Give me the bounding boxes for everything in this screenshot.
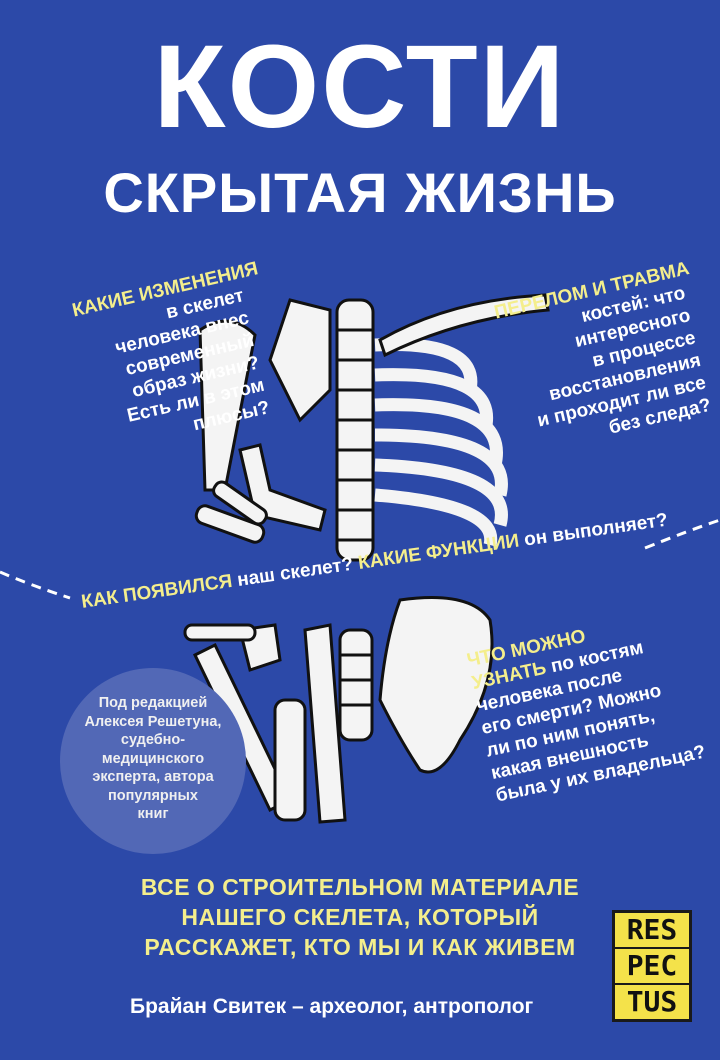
- spine-bone: [335, 298, 375, 562]
- fibula-bone: [273, 698, 307, 822]
- book-subtitle: СКРЫТАЯ ЖИЗНЬ: [103, 161, 617, 224]
- editor-note-line: Под редакцией: [98, 695, 208, 711]
- scapula-bone: [268, 298, 332, 423]
- book-title: КОСТИ: [153, 21, 567, 153]
- editor-note-line: медицинского: [101, 750, 205, 767]
- tagline-line: ВСЕ О СТРОИТЕЛЬНОМ МАТЕРИАЛЕ: [140, 874, 580, 900]
- logo-row: TUS: [626, 985, 678, 1018]
- femur-bone: [303, 623, 347, 824]
- publisher-logo: RES PEC TUS: [612, 910, 692, 1022]
- clavicle-bone: [378, 293, 550, 358]
- small-bone: [212, 480, 268, 526]
- editor-note-line: книг: [137, 806, 169, 822]
- tagline: ВСЕ О СТРОИТЕЛЬНОМ МАТЕРИАЛЕ НАШЕГО СКЕЛ…: [0, 872, 720, 962]
- author-line: Брайан Свитек – археолог, антрополог: [130, 995, 534, 1018]
- tagline-line: НАШЕГО СКЕЛЕТА, КОТОРЫЙ: [181, 904, 539, 930]
- editor-note-badge: Под редакцией Алексея Решетуна, судебно-…: [60, 668, 246, 854]
- sacrum-bone: [338, 628, 374, 742]
- humerus-bone: [198, 319, 257, 492]
- pelvis-bone: [378, 596, 494, 774]
- editor-note-line: эксперта, автора: [92, 769, 214, 785]
- tagline-line: РАССКАЖЕТ, КТО МЫ И КАК ЖИВЕМ: [144, 934, 576, 960]
- logo-row: RES: [615, 913, 689, 949]
- logo-row: PEC: [615, 949, 689, 985]
- editor-note-line: судебно-: [120, 732, 186, 748]
- small-bone: [183, 623, 257, 642]
- ribs: [374, 338, 508, 547]
- editor-note-line: Алексея Решетуна,: [84, 713, 222, 730]
- small-bone: [194, 504, 266, 544]
- editor-note-line: популярных: [108, 787, 198, 804]
